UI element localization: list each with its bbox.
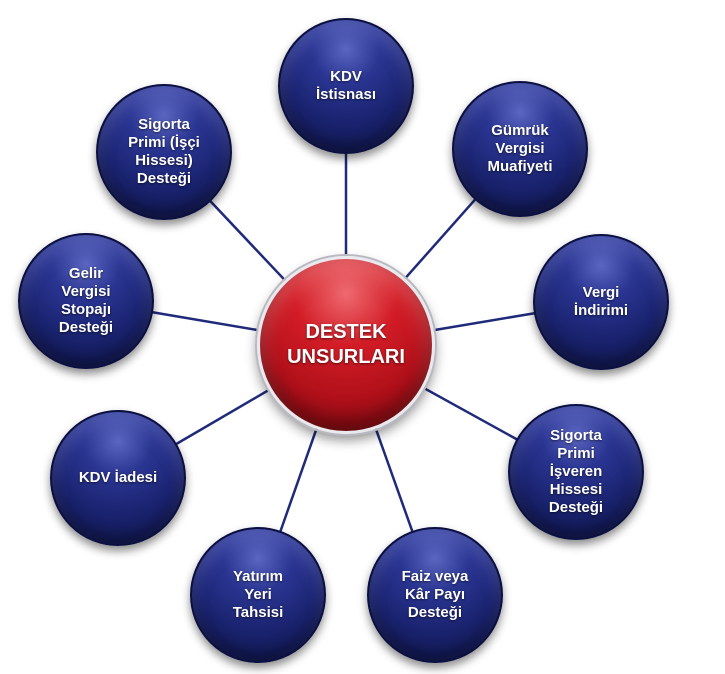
connector-line (278, 426, 319, 534)
connector-line (431, 311, 537, 332)
node-label: Sigorta Primi İşveren Hissesi Desteği (548, 427, 604, 516)
node-label: Sigorta Primi (İşçi Hissesi) Desteği (128, 116, 200, 187)
node-label: Gümrük Vergisi Muafiyeti (487, 122, 553, 175)
node-label: Yatırım Yeri Tahsisi (232, 568, 284, 621)
node-label: KDV İstisnası (315, 68, 377, 103)
connector-line (374, 426, 415, 534)
node-yatirim-yeri-tahsisi: Yatırım Yeri Tahsisi (190, 527, 326, 663)
center-label: DESTEK UNSURLARI (287, 321, 405, 368)
node-label: Gelir Vergisi Stopajı Desteği (58, 265, 114, 336)
node-faiz-veya-kar-payi-destegi: Faiz veya Kâr Payı Desteği (367, 527, 503, 663)
node-label: KDV İadesi (78, 469, 158, 486)
center-node: DESTEK UNSURLARI (257, 256, 435, 434)
node-vergi-indirimi: Vergi İndirimi (533, 234, 669, 370)
node-kdv-istisnasi: KDV İstisnası (278, 18, 414, 154)
node-gumruk-vergisi-muafiyeti: Gümrük Vergisi Muafiyeti (452, 81, 588, 217)
connector-line (421, 385, 519, 442)
connector-line (208, 199, 288, 283)
connector-line (402, 197, 478, 281)
node-sigorta-primi-isci-hissesi-destegi: Sigorta Primi (İşçi Hissesi) Desteği (96, 84, 232, 220)
node-sigorta-primi-isveren-hissesi-destegi: Sigorta Primi İşveren Hissesi Desteği (508, 404, 644, 540)
connector-line (174, 387, 272, 446)
node-label: Faiz veya Kâr Payı Desteği (401, 568, 469, 621)
node-gelir-vergisi-stopaji-destegi: Gelir Vergisi Stopajı Desteği (18, 233, 154, 369)
connector-line (150, 310, 261, 332)
node-kdv-iadesi: KDV İadesi (50, 410, 186, 546)
node-label: Vergi İndirimi (573, 284, 629, 319)
